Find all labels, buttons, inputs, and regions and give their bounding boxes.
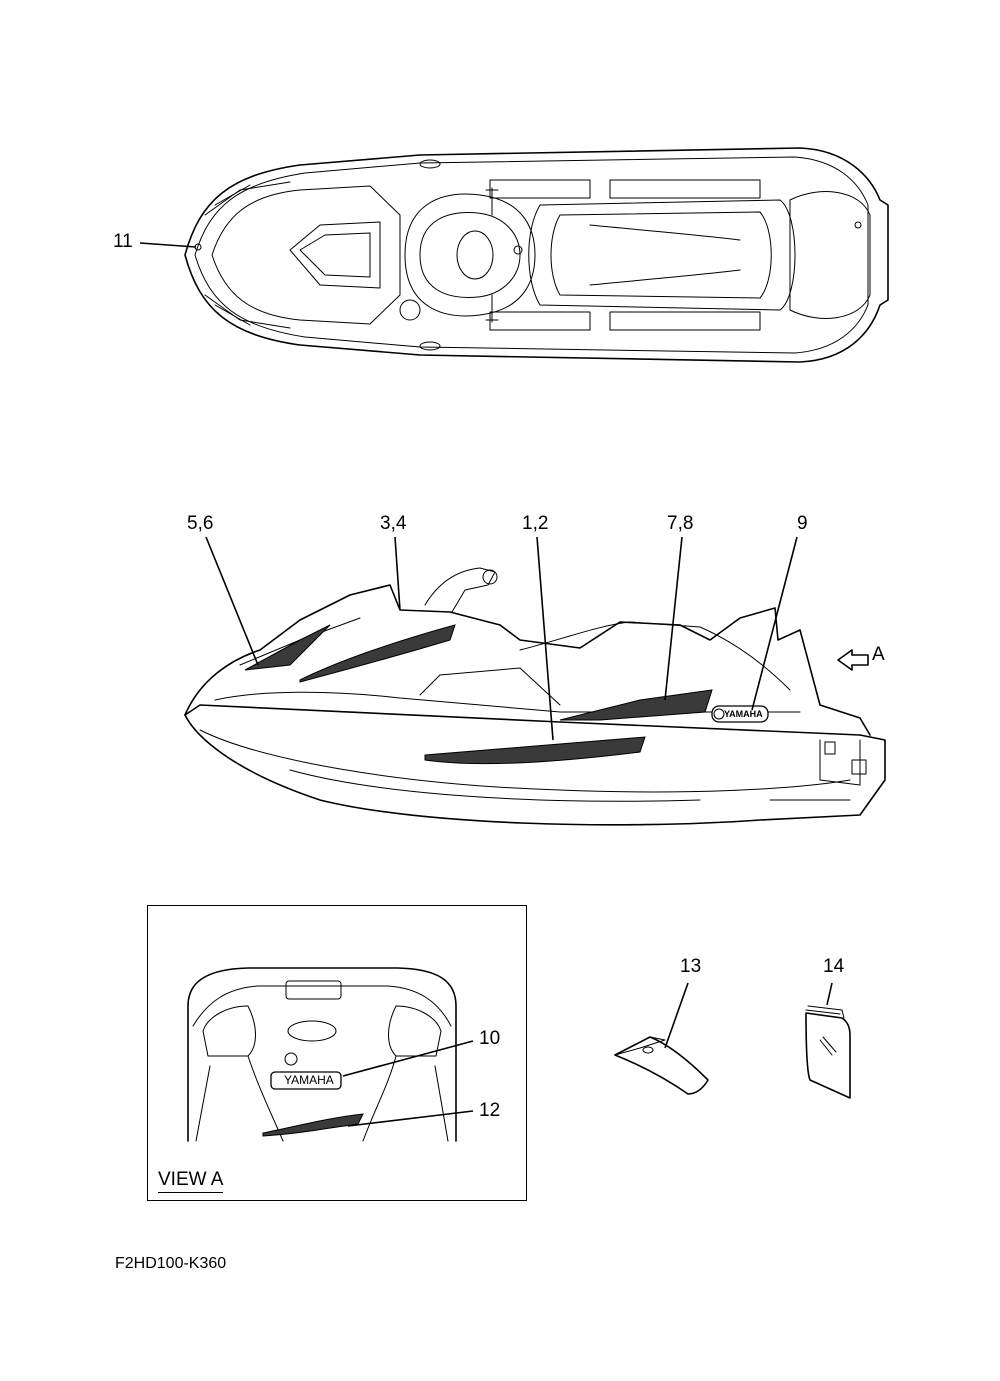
stern-view-drawing [187,967,474,1142]
callout-12: 12 [479,1100,501,1121]
callout-14: 14 [823,956,845,977]
callout-5-6: 5,6 [187,513,214,534]
yamaha-decal-stern: YAMAHA [284,1073,334,1087]
callout-11: 11 [113,231,133,252]
callout-1-2: 1,2 [522,513,549,534]
yamaha-decal-side: YAMAHA [724,709,763,719]
callout-3-4: 3,4 [380,513,407,534]
top-view-drawing [139,147,889,363]
part-code: F2HD100-K360 [115,1255,227,1272]
view-a-label: VIEW A [158,1169,224,1193]
view-a-inset: YAMAHA 10 12 VIEW A [147,905,527,1201]
callout-13: 13 [680,956,702,977]
callout-7-8: 7,8 [667,513,694,534]
view-a-arrow-label: A [872,644,885,665]
side-view-drawing [184,536,886,826]
callout-10: 10 [479,1028,501,1049]
callout-9: 9 [797,513,808,534]
